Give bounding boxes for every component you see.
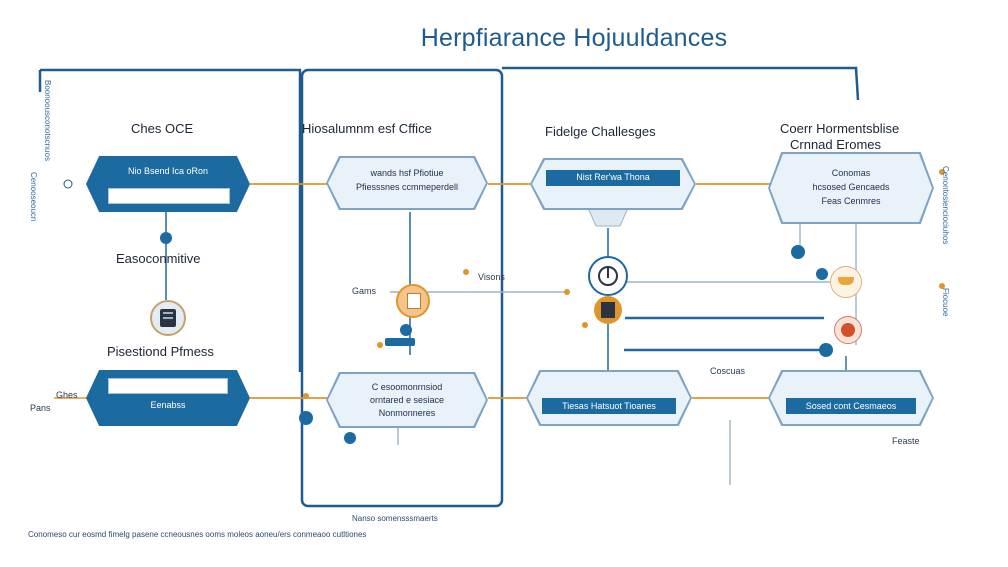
hex-r1c1-field xyxy=(108,188,230,204)
dot-orange-3 xyxy=(582,322,588,328)
diagram-title: Herpfiarance Hojuuldances xyxy=(420,24,728,52)
vertical-text-left-a: Boonoousconotscnuos xyxy=(43,80,52,161)
hex-r1c4-inner xyxy=(770,154,932,222)
label-feaste: Feaste xyxy=(892,436,920,446)
column-label-1: Ches OCE xyxy=(131,121,194,136)
vertical-text-right-b: Fiocuoe xyxy=(941,288,950,317)
hex-r1c2[interactable]: wands hsf Pfiotiue Pfiesssnes ccmmeperde… xyxy=(326,156,488,210)
hex-r2c2-line3: Nonmonneres xyxy=(378,408,436,418)
hex-r1c2-line1: wands hsf Pfiotiue xyxy=(370,168,444,178)
label-pans: Pans xyxy=(30,403,51,413)
hex-r2c4[interactable]: Sosed cont Cesmaeos xyxy=(768,370,934,426)
chip-icon xyxy=(594,296,622,324)
row-label-1: Easoconmitive xyxy=(116,251,201,266)
frame-left xyxy=(40,68,302,372)
gauge-icon xyxy=(588,256,628,296)
hex-r2c2[interactable]: C esoomonrnsiod orntared e sesiace Nonmo… xyxy=(326,372,488,428)
hex-r2c3-bar xyxy=(542,398,676,414)
hex-r2c4-bar xyxy=(786,398,916,414)
column-label-4-line2: Crnnad Eromes xyxy=(790,137,882,152)
pointer-c3 xyxy=(587,207,629,227)
server-icon xyxy=(150,300,186,336)
hex-r1c1[interactable]: Nio Bsend Ica oRon xyxy=(86,156,250,212)
dot-blue-5 xyxy=(791,245,805,259)
column-label-4-line1: Coerr Hormentsblise xyxy=(780,121,900,136)
label-gams: Gams xyxy=(352,286,377,296)
dot-orange-2 xyxy=(564,289,570,295)
dot-left-1 xyxy=(63,179,73,189)
label-ghes: Ghes xyxy=(56,390,78,400)
hex-r1c4-line1: Conomas xyxy=(831,168,871,178)
hex-r2c2-inner xyxy=(328,374,486,426)
vertical-text-left-b: Cenooseoucn xyxy=(29,172,38,222)
frame-right xyxy=(502,66,860,101)
bar-under-c2 xyxy=(385,338,415,346)
hex-r1c4[interactable]: Conomas hcsosed Gencaeds Feas Cenmres xyxy=(768,152,934,224)
hex-r1c2-inner xyxy=(328,158,486,208)
hex-r1c2-line2: Pfiesssnes ccmmeperdell xyxy=(355,182,459,192)
dot-blue-2 xyxy=(299,411,313,425)
dot-orange-5 xyxy=(303,393,309,399)
dot-blue-3 xyxy=(344,432,356,444)
hex-r1c3-label: Nist Rer'wa Thona xyxy=(576,172,650,182)
hex-r1c4-line3: Feas Cenmres xyxy=(821,196,881,206)
hex-r2c3[interactable]: Tiesas Hatsuot Tioanes xyxy=(526,370,692,426)
hex-r1c3[interactable]: Nist Rer'wa Thona xyxy=(530,158,696,210)
hex-r2c3-label: Tiesas Hatsuot Tioanes xyxy=(562,401,656,411)
cup-icon xyxy=(830,266,862,298)
stop-icon xyxy=(834,316,862,344)
dot-orange-1 xyxy=(463,269,469,275)
frame-center xyxy=(300,68,504,508)
hex-r2c4-label: Sosed cont Cesmaeos xyxy=(805,401,897,411)
dot-blue-4 xyxy=(400,324,412,336)
column-label-3: Fidelge Challesges xyxy=(545,124,656,139)
dot-orange-6 xyxy=(939,169,945,175)
dot-orange-7 xyxy=(939,283,945,289)
column-label-2: Hiosalumnm esf Cffice xyxy=(302,121,432,136)
label-visons: Visons xyxy=(478,272,505,282)
hex-r2c1[interactable]: Eenabss xyxy=(86,370,250,426)
hex-r2c1-label: Eenabss xyxy=(150,400,186,410)
dot-orange-4 xyxy=(377,342,383,348)
footer-bottom-text: Conomeso cur eosmd fimelg pasene ccneous… xyxy=(28,530,367,539)
footer-center-text: Nanso somensssmaerts xyxy=(352,514,438,523)
dot-blue-7 xyxy=(816,268,828,280)
hex-r1c1-label: Nio Bsend Ica oRon xyxy=(127,166,209,176)
hex-r1c4-line2: hcsosed Gencaeds xyxy=(812,182,890,192)
hex-r2c1-field xyxy=(108,378,228,394)
dot-blue-6 xyxy=(819,343,833,357)
vertical-text-right-a: Cenontosienciociuhos xyxy=(941,166,950,245)
document-icon xyxy=(396,284,430,318)
hex-r2c2-line1: C esoomonrnsiod xyxy=(371,382,443,392)
dot-blue-1 xyxy=(160,232,172,244)
hex-r1c3-bar xyxy=(546,170,680,186)
label-coscuas: Coscuas xyxy=(710,366,746,376)
hex-r2c2-line2: orntared e sesiace xyxy=(369,395,445,405)
row-label-2: Pisestiond Pfmess xyxy=(107,344,214,359)
